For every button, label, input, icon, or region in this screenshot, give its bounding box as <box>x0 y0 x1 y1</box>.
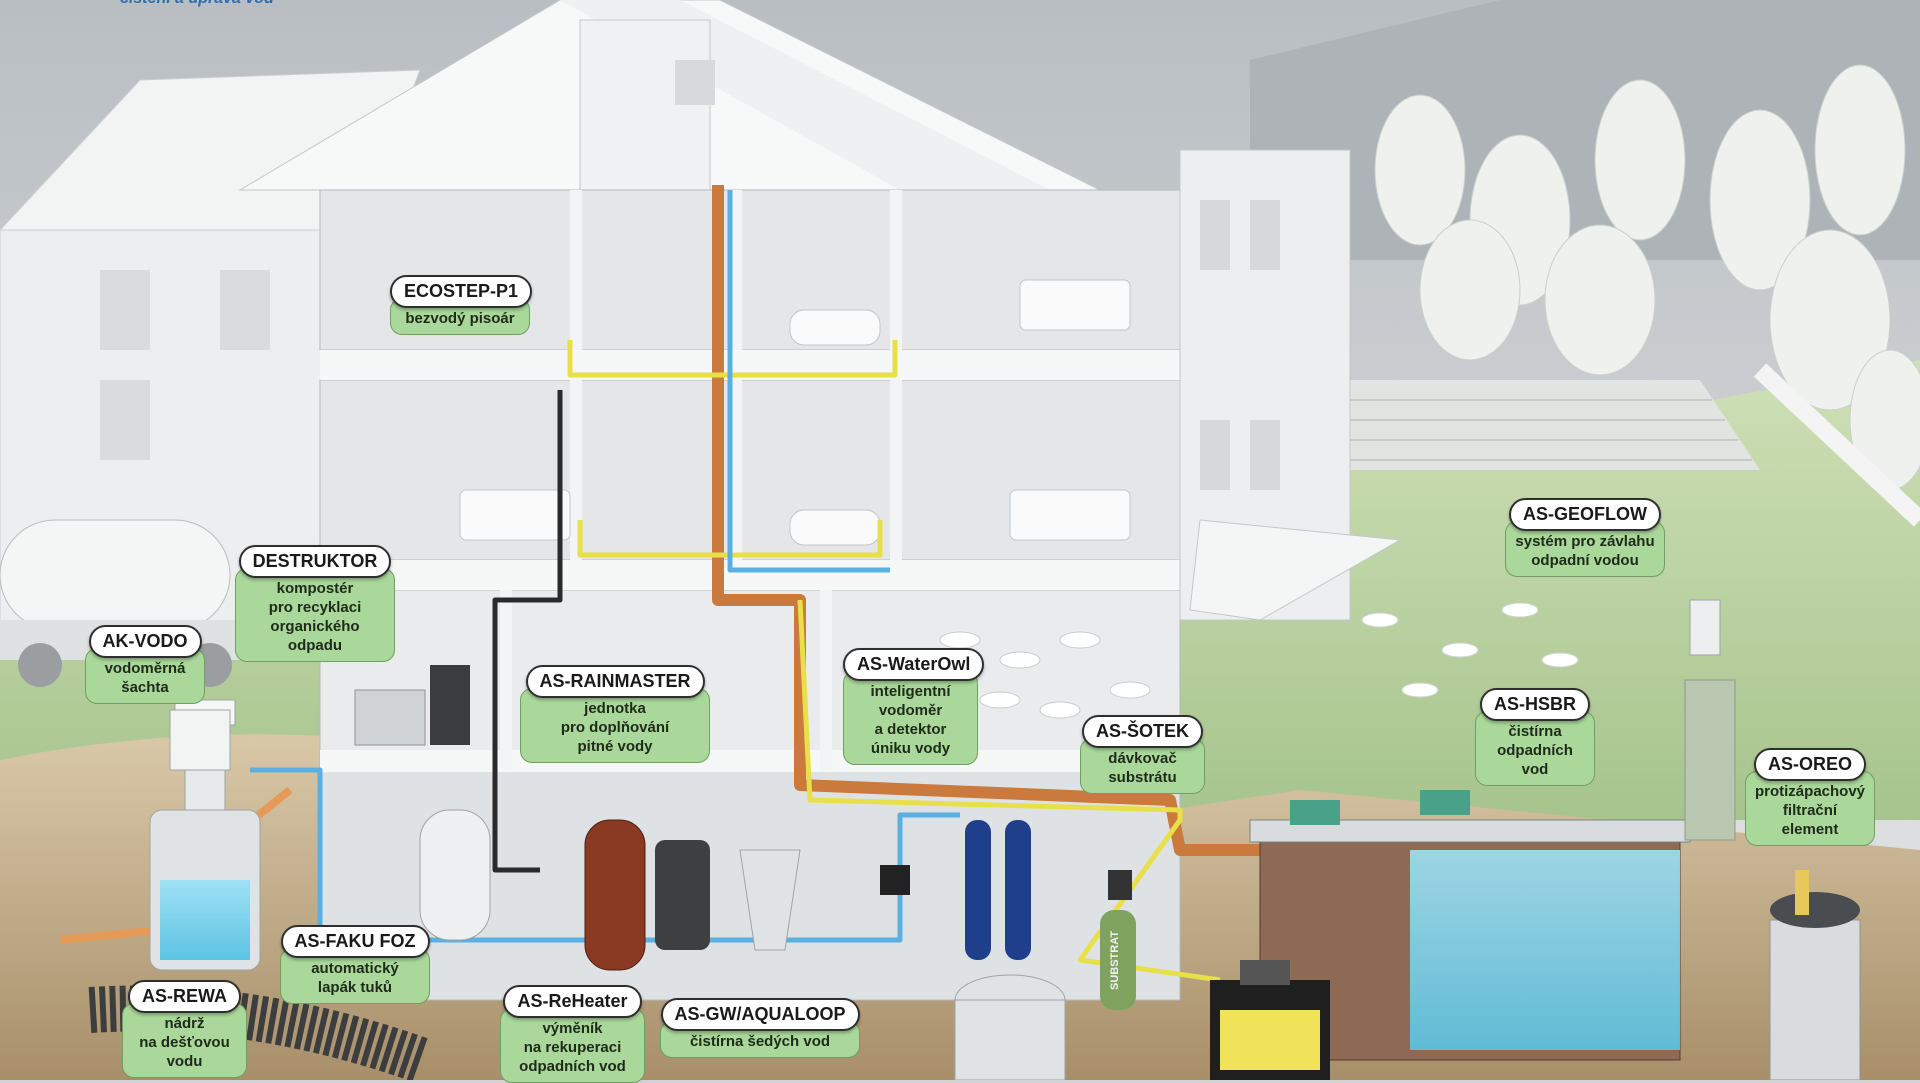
callout-reheater: AS-ReHeater výměník na rekuperaci odpadn… <box>500 985 645 1083</box>
callout-desc: protizápachový filtrační element <box>1745 771 1875 846</box>
callout-title: AS-FAKU FOZ <box>280 925 430 958</box>
company-tagline: čištění a úprava vod <box>120 0 274 8</box>
callout-oreo: AS-OREO protizápachový filtrační element <box>1745 748 1875 846</box>
callout-sotek: AS-ŠOTEK dávkovač substrátu <box>1080 715 1205 794</box>
destruktor-machine <box>354 665 470 746</box>
callout-ecostep: ECOSTEP-P1 bezvodý pisoár <box>390 275 533 335</box>
black-pipe <box>492 390 563 873</box>
callout-desc: čistírna odpadních vod <box>1475 711 1595 786</box>
callout-title: AS-RAINMASTER <box>525 665 705 698</box>
callout-title: AK-VODO <box>88 625 202 658</box>
callout-destruktor: DESTRUKTOR kompostér pro recyklaci organ… <box>235 545 395 662</box>
callout-desc: nádrž na dešťovou vodu <box>122 1003 247 1078</box>
callout-title: AS-REWA <box>128 980 241 1013</box>
substrate-can-label: SUBSTRAT <box>1109 931 1121 990</box>
callout-rewa: AS-REWA nádrž na dešťovou vodu <box>122 980 247 1078</box>
callout-title: AS-GEOFLOW <box>1509 498 1661 531</box>
callout-desc: inteligentní vodoměr a detektor úniku vo… <box>843 671 978 765</box>
callout-title: AS-ReHeater <box>503 985 642 1018</box>
callout-rainmaster: AS-RAINMASTER jednotka pro doplňování pi… <box>520 665 710 763</box>
callout-gwaqualoop: AS-GW/AQUALOOP čistírna šedých vod <box>660 998 860 1058</box>
geoflow-column <box>1684 599 1736 841</box>
callout-desc: jednotka pro doplňování pitné vody <box>520 688 710 763</box>
callout-title: AS-WaterOwl <box>843 648 985 681</box>
trees <box>1374 64 1920 491</box>
callout-akvodo: AK-VODO vodoměrná šachta <box>85 625 205 704</box>
plant-room-equipment <box>419 809 1136 1080</box>
terrace-steps <box>1340 380 1760 470</box>
copper-pipe <box>712 185 1270 856</box>
callout-desc: výměník na rekuperaci odpadních vod <box>500 1008 645 1083</box>
callout-geoflow: AS-GEOFLOW systém pro závlahu odpadní vo… <box>1505 498 1665 577</box>
callout-title: DESTRUKTOR <box>238 545 392 578</box>
oreo-shaft <box>1769 870 1861 1080</box>
septic-bin <box>1210 960 1330 1080</box>
callout-title: AS-GW/AQUALOOP <box>660 998 860 1031</box>
callout-fakufoz: AS-FAKU FOZ automatický lapák tuků <box>280 925 430 1004</box>
callout-title: AS-OREO <box>1753 748 1866 781</box>
callout-waterowl: AS-WaterOwl inteligentní vodoměr a detek… <box>843 648 985 765</box>
akvodo-shaft <box>169 709 231 771</box>
callout-title: AS-HSBR <box>1479 688 1590 721</box>
callout-title: ECOSTEP-P1 <box>390 275 533 308</box>
callout-hsbr: AS-HSBR čistírna odpadních vod <box>1475 688 1595 786</box>
callout-desc: kompostér pro recyklaci organického odpa… <box>235 568 395 662</box>
fence <box>1753 363 1920 527</box>
callout-title: AS-ŠOTEK <box>1081 715 1203 748</box>
